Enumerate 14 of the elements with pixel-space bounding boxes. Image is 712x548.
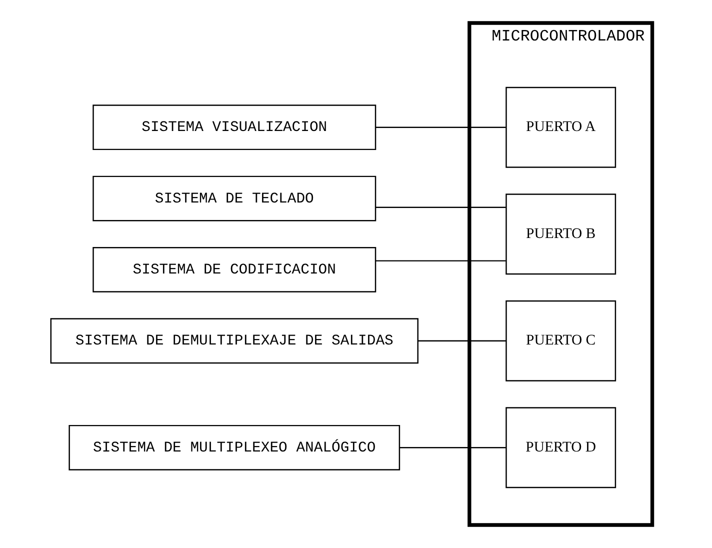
connector xyxy=(375,206,506,208)
node-box: SISTEMA VISUALIZACION xyxy=(92,104,376,150)
node-box: PUERTO C xyxy=(505,300,616,382)
node-box: SISTEMA DE MULTIPLEXEO ANALÓGICO xyxy=(68,424,400,470)
node-box: SISTEMA DE DEMULTIPLEXAJE DE SALIDAS xyxy=(50,318,418,364)
node-box: SISTEMA DE TECLADO xyxy=(92,176,376,222)
connector xyxy=(375,126,506,128)
node-box: PUERTO A xyxy=(505,86,616,168)
connector xyxy=(418,340,506,342)
connector xyxy=(399,447,506,448)
node-box: PUERTO B xyxy=(505,194,616,275)
node-box: SISTEMA DE CODIFICACION xyxy=(92,247,376,292)
node-box: PUERTO D xyxy=(505,407,616,488)
connector xyxy=(375,260,506,262)
